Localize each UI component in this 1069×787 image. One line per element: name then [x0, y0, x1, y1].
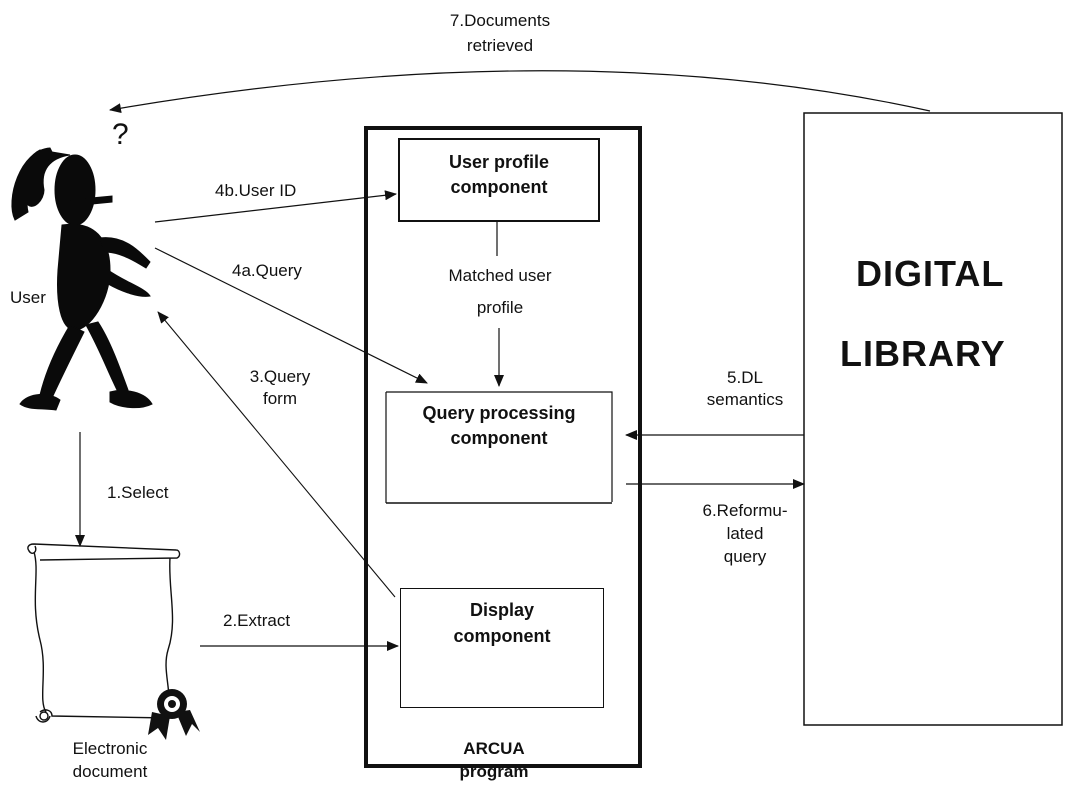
- user-id-label: 4b.User ID: [215, 181, 297, 200]
- digital-library-box: [803, 112, 1063, 726]
- arrow-documents-retrieved: [109, 70, 931, 114]
- question-mark: ?: [112, 118, 129, 151]
- user-label: User: [10, 288, 46, 307]
- arrow-query-form: [157, 311, 396, 598]
- reformulated-label-3: query: [723, 547, 767, 566]
- arcua-label: ARCUA: [463, 739, 525, 758]
- seal-icon: [148, 689, 200, 740]
- display-title-2: component: [453, 626, 551, 646]
- dl-semantics-label-1: 5.DL: [727, 368, 763, 387]
- dl-semantics-label-2: semantics: [706, 390, 784, 409]
- reformulated-label-1: 6.Reformu-: [702, 501, 788, 520]
- query-label: 4a.Query: [232, 261, 302, 280]
- user-profile-title-1: User profile: [448, 152, 550, 172]
- user-figure-icon: [11, 147, 153, 411]
- library-label: LIBRARY: [840, 333, 1006, 374]
- query-processing-box-outline: [385, 391, 613, 503]
- program-label: program: [459, 762, 529, 781]
- reformulated-label-2: lated: [726, 524, 764, 543]
- extract-label: 2.Extract: [223, 611, 291, 630]
- documents-retrieved-label-2: retrieved: [466, 36, 534, 55]
- query-form-label-1: 3.Query: [249, 367, 311, 386]
- query-processing-title-1: Query processing: [422, 403, 576, 423]
- document-label: document: [72, 762, 148, 781]
- query-processing-title-2: component: [450, 428, 548, 448]
- display-title-1: Display: [469, 600, 535, 620]
- select-label: 1.Select: [107, 483, 169, 502]
- scroll-document-icon: [27, 543, 181, 723]
- arrow-query: [154, 247, 428, 384]
- display-component-box: Display component: [400, 588, 604, 708]
- user-profile-title-2: component: [450, 177, 548, 197]
- digital-label: DIGITAL: [856, 253, 1005, 294]
- electronic-label: Electronic: [72, 739, 148, 758]
- query-form-label-2: form: [263, 389, 297, 408]
- arrow-user-id: [154, 190, 397, 223]
- matched-profile-label-1: Matched user: [448, 266, 552, 285]
- user-profile-component-box: User profile component: [398, 138, 600, 222]
- arcua-program-frame: [364, 126, 642, 768]
- matched-profile-label-2: profile: [476, 298, 524, 317]
- documents-retrieved-label-1: 7.Documents: [449, 11, 551, 30]
